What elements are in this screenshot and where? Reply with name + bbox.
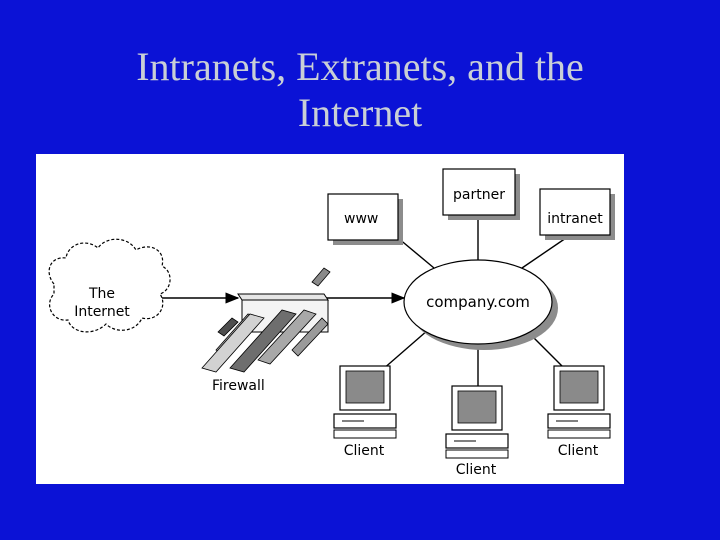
slide-title-line-2: Internet [297,90,423,135]
www-box [327,193,399,241]
network-diagram-canvas: The Internet www partner intranet compan… [48,168,615,478]
client-left-label: Client [344,443,385,459]
intranet-link [521,237,567,269]
firewall-label: Firewall [212,378,265,394]
firewall-icon [201,267,331,373]
desktop-computer-icon [445,385,509,459]
hub-label: company.com [426,293,530,311]
internet-label-line-2: Internet [74,304,130,320]
partner-label: partner [453,187,505,203]
intranet-label: intranet [547,211,603,227]
www-label: www [344,211,378,227]
client-center-label: Client [456,462,497,478]
connections [156,218,567,386]
desktop-computer-icon [547,365,611,439]
desktop-computer-icon [333,365,397,439]
cloud-icon [48,238,171,333]
client-right-label: Client [558,443,599,459]
intranet-box [539,188,611,236]
internet-label-line-1: The [88,286,115,302]
partner-box [442,168,516,216]
slide-title-line-1: Intranets, Extranets, and the [136,44,584,89]
www-link [397,237,435,269]
hub-ellipse [403,259,553,345]
network-diagram: The Internet www partner intranet compan… [36,154,624,484]
client-left-link [381,329,429,371]
slide-title: Intranets, Extranets, and the Internet [60,44,660,136]
